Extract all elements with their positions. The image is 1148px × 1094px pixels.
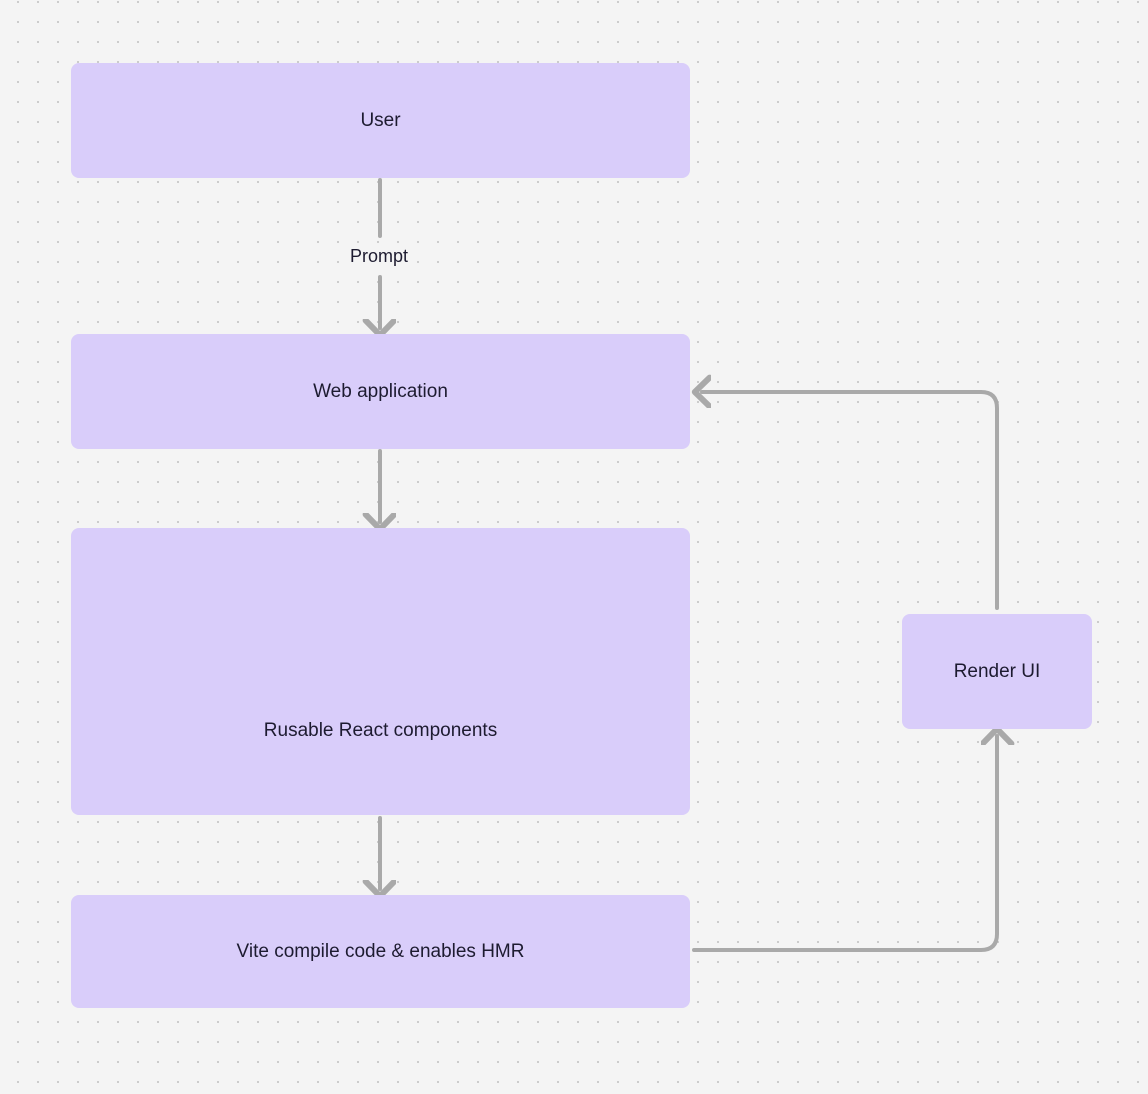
node-reusable-react-components-label: Rusable React components	[263, 720, 498, 741]
node-render-ui-label: Render UI	[953, 660, 1041, 682]
node-user[interactable]: User	[71, 63, 690, 178]
node-vite-compile-label: Vite compile code & enables HMR	[236, 940, 525, 962]
node-web-application[interactable]: Web application	[71, 334, 690, 449]
node-vite-compile[interactable]: Vite compile code & enables HMR	[71, 895, 690, 1008]
edge-render-webapp	[702, 392, 999, 610]
node-reusable-react-components[interactable]: HTML = structure CSS = Styles & Layouts …	[71, 528, 690, 815]
edge-vite-render	[692, 736, 997, 952]
node-user-label: User	[360, 109, 401, 131]
edge-label-prompt: Prompt	[344, 246, 415, 267]
node-web-application-label: Web application	[313, 380, 448, 402]
node-render-ui[interactable]: Render UI	[902, 614, 1092, 729]
